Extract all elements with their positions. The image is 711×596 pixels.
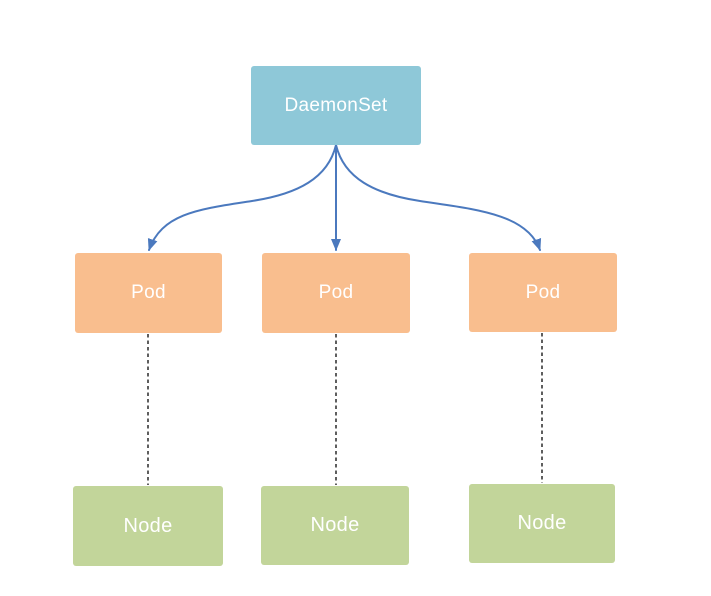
pod-label-2: Pod [318, 282, 354, 303]
node-label-2: Node [310, 514, 360, 536]
connector-arrow-right [335, 144, 542, 251]
daemonset-label: DaemonSet [284, 94, 388, 116]
node-label-1: Node [123, 514, 173, 537]
pod-box-3: Pod [469, 253, 617, 332]
node-box-2: Node [261, 486, 409, 565]
pod-box-2: Pod [262, 253, 410, 333]
pod-label-3: Pod [525, 281, 561, 303]
pod-box-1: Pod [75, 253, 222, 333]
node-label-3: Node [517, 512, 567, 534]
daemonset-box: DaemonSet [251, 66, 421, 145]
node-box-3: Node [469, 484, 615, 563]
connector-arrow-left [147, 144, 337, 251]
pod-label-1: Pod [131, 282, 166, 303]
node-box-1: Node [73, 486, 223, 566]
